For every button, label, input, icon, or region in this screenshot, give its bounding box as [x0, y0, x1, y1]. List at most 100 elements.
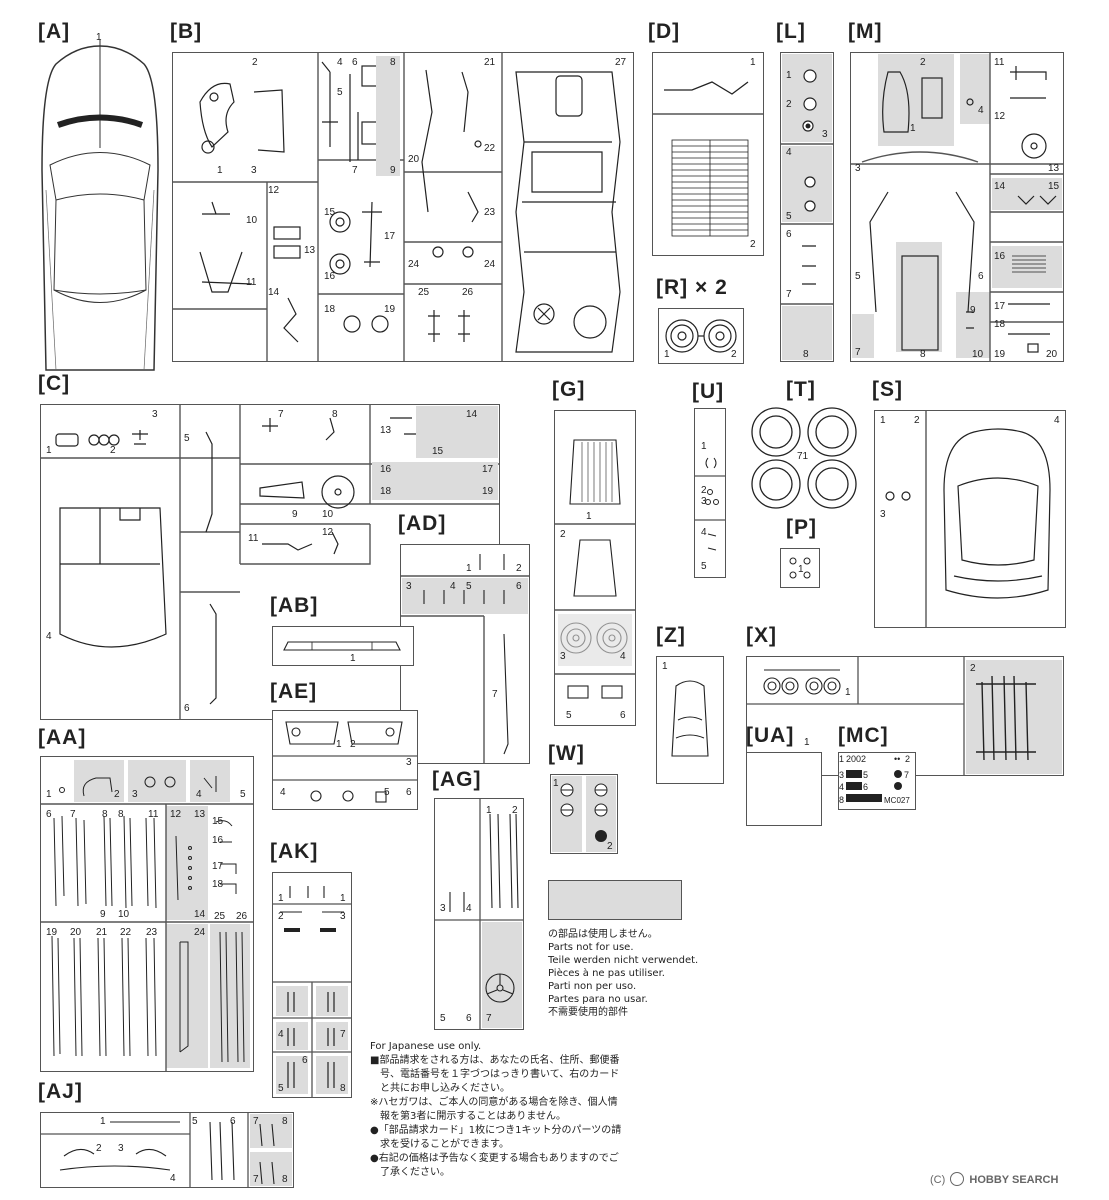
- part-number: 8: [102, 809, 108, 820]
- part-number: 1: [553, 778, 559, 789]
- sprue-p-frame: [780, 548, 820, 588]
- sprue-ag-parts: [434, 798, 524, 1030]
- unused-shading: [166, 924, 208, 1068]
- part-number: 18: [380, 486, 392, 497]
- part-number: 15: [324, 207, 336, 218]
- sprue-b-runners: [172, 52, 621, 362]
- watermark: (C) HOBBY SEARCH: [930, 1172, 1058, 1186]
- part-number: 4: [46, 631, 52, 642]
- part-number: 6: [466, 1013, 472, 1024]
- part-number: 7: [70, 809, 76, 820]
- part-number: 21: [96, 927, 108, 938]
- part-number: 27: [615, 57, 627, 68]
- part-number: 21: [484, 57, 496, 68]
- sprue-a-body-outline: [41, 40, 159, 371]
- part-number: 25: [418, 287, 430, 298]
- part-number: 22: [120, 927, 132, 938]
- brand-text: HOBBY SEARCH: [969, 1174, 1059, 1186]
- part-number: 10: [246, 215, 258, 226]
- sprue-ak-parts: [272, 886, 352, 1098]
- part-number: 2: [731, 349, 737, 360]
- hobby-search-logo-icon: [950, 1172, 965, 1186]
- part-number: 7: [340, 1029, 346, 1040]
- part-number: 10: [118, 909, 130, 920]
- sprue-ua-label: [UA]: [746, 724, 795, 747]
- part-number: 14: [194, 909, 206, 920]
- part-number: 1: [804, 737, 810, 748]
- sprue-ab-parts: [283, 641, 401, 651]
- part-number: 4: [978, 105, 984, 116]
- part-number: 8: [390, 57, 396, 68]
- part-number: 5: [384, 787, 390, 798]
- part-number: 9: [100, 909, 106, 920]
- legend-line: 不需要使用的部件: [548, 1007, 628, 1018]
- notice-line: 号、電話番号を１字づつはっきり書いて、右のカード: [370, 1069, 620, 1080]
- sprue-w-parts: [560, 783, 608, 842]
- part-number: 1: [100, 1116, 106, 1127]
- mc-code: MC027: [884, 796, 910, 805]
- notice-line: 了承ください。: [370, 1167, 450, 1178]
- part-number: 6: [786, 229, 792, 240]
- part-number: 7: [253, 1116, 259, 1127]
- part-number: 2: [114, 789, 120, 800]
- part-number: 3: [152, 409, 158, 420]
- part-number: 5: [786, 211, 792, 222]
- part-number: 16: [994, 251, 1006, 262]
- sprue-b-label: [B]: [170, 20, 203, 43]
- legend-line: Partes para no usar.: [548, 994, 648, 1005]
- part-number: 11: [248, 533, 259, 544]
- part-number: 4: [466, 903, 472, 914]
- sprue-aj-label: [AJ]: [38, 1080, 83, 1103]
- part-number: 14: [994, 181, 1006, 192]
- part-number: 12: [322, 527, 334, 538]
- notice-line: 報を第3者に開示することはありません。: [370, 1111, 567, 1122]
- part-number: 16: [324, 271, 336, 282]
- unused-shading: [852, 314, 874, 358]
- sprue-u-parts: [694, 457, 726, 551]
- part-number: 17: [384, 231, 396, 242]
- part-number: 6: [406, 787, 412, 798]
- sprue-g-parts: [554, 439, 636, 699]
- sprue-m-parts: [850, 52, 1064, 362]
- part-number: 23: [484, 207, 496, 218]
- sprue-ae-frame: [272, 710, 418, 810]
- unused-shading: [896, 242, 942, 352]
- sprue-p-parts: [789, 557, 811, 579]
- part-number: 18: [324, 304, 336, 315]
- part-number: 20: [1046, 349, 1058, 360]
- part-number: 1: [839, 754, 845, 764]
- unused-shading: [992, 178, 1062, 210]
- sprue-r-wheels: [665, 319, 737, 353]
- part-number: 26: [462, 287, 474, 298]
- part-number: 4: [701, 527, 707, 538]
- notice-line: ※ハセガワは、ご本人の同意がある場合を除き、個人情: [370, 1097, 618, 1108]
- part-number: 5: [855, 271, 861, 282]
- unused-parts-legend: の部品は使用しません。 Parts not for use. Teile wer…: [548, 928, 698, 1019]
- sprue-g-label: [G]: [552, 378, 586, 401]
- part-number: 11: [148, 809, 159, 820]
- part-number: 10: [322, 509, 334, 520]
- part-number: 7: [486, 1013, 492, 1024]
- sprue-p-label: [P]: [786, 516, 817, 539]
- part-number: 6: [620, 710, 626, 721]
- part-number: 8: [282, 1116, 288, 1127]
- unused-parts-swatch: [548, 880, 682, 920]
- part-number: 8: [118, 809, 124, 820]
- part-number: 3: [855, 163, 861, 174]
- part-number: 4: [1054, 415, 1060, 426]
- part-number: 13: [304, 245, 316, 256]
- part-number: 2: [110, 445, 116, 456]
- unused-shading: [250, 1152, 292, 1186]
- part-number: 3: [406, 757, 412, 768]
- part-number: 11: [246, 277, 257, 288]
- part-number: 15: [432, 446, 444, 457]
- part-number: 20: [70, 927, 82, 938]
- notice-line: ■部品請求をされる方は、あなたの氏名、住所、郵便番: [370, 1055, 620, 1066]
- part-number: 2: [560, 529, 566, 540]
- sprue-ak-label: [AK]: [270, 840, 319, 863]
- part-number: 22: [484, 143, 496, 154]
- unused-shading: [166, 806, 208, 920]
- part-number: 4: [280, 787, 286, 798]
- sprue-l-parts: [780, 69, 834, 305]
- part-number: 24: [408, 259, 420, 270]
